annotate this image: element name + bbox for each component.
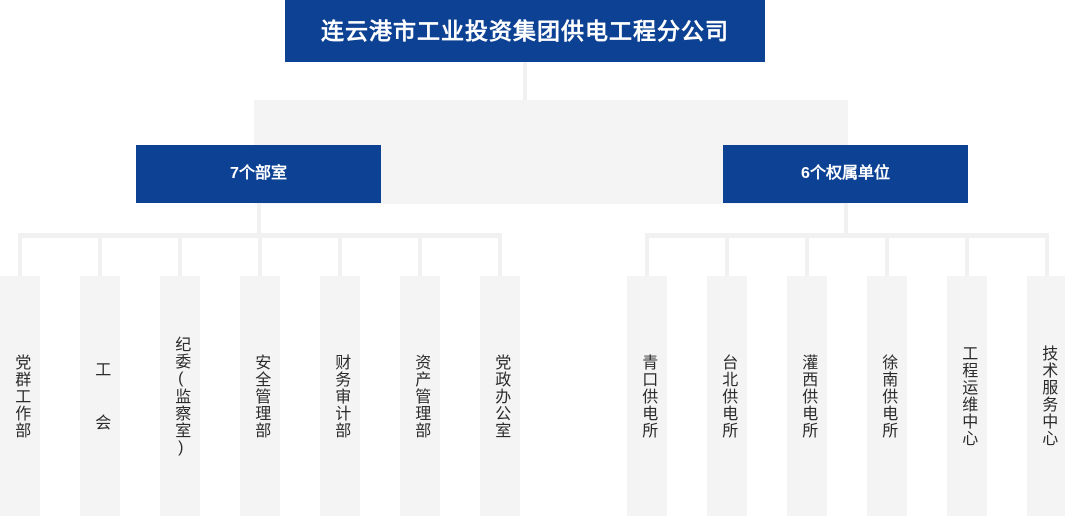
leaf-node-dept-6-label: 资产管理部	[412, 353, 430, 439]
leaf-node-dept-2-label: 工 会	[92, 361, 110, 431]
leaf-node-dept-3-label: 纪委(监察室)	[172, 335, 190, 457]
leaf-node-unit-4[interactable]: 徐南供电所	[867, 276, 907, 516]
connector-drop-dept-2	[98, 233, 102, 276]
connector-drop-unit-6	[1045, 233, 1049, 276]
connector-drop-dept-5	[338, 233, 342, 276]
leaf-node-unit-6[interactable]: 技术服务中心	[1027, 276, 1065, 516]
leaf-node-dept-2[interactable]: 工 会	[80, 276, 120, 516]
leaf-node-unit-4-label: 徐南供电所	[879, 353, 897, 439]
connector-root-stem	[523, 62, 527, 102]
leaf-node-dept-4[interactable]: 安全管理部	[240, 276, 280, 516]
leaf-node-unit-1-label: 青口供电所	[639, 353, 657, 439]
leaf-node-unit-3-label: 灌西供电所	[799, 353, 817, 439]
leaf-node-unit-3[interactable]: 灌西供电所	[787, 276, 827, 516]
group-node-departments[interactable]: 7个部室	[136, 145, 381, 203]
leaf-node-unit-5-label: 工程运维中心	[959, 345, 977, 447]
leaf-node-dept-5-label: 财务审计部	[332, 353, 350, 439]
leaf-node-dept-3[interactable]: 纪委(监察室)	[160, 276, 200, 516]
connector-drop-dept-1	[18, 233, 22, 276]
leaf-node-dept-5[interactable]: 财务审计部	[320, 276, 360, 516]
connector-drop-unit-4	[885, 233, 889, 276]
leaf-node-dept-4-label: 安全管理部	[252, 353, 270, 439]
leaf-node-dept-1[interactable]: 党群工作部	[0, 276, 40, 516]
leaf-node-unit-6-label: 技术服务中心	[1039, 345, 1057, 447]
group-node-departments-label: 7个部室	[230, 165, 287, 182]
connector-units-hbar	[645, 233, 1049, 238]
connector-drop-unit-2	[725, 233, 729, 276]
connector-departments-stem	[257, 203, 261, 236]
connector-drop-unit-1	[645, 233, 649, 276]
connector-drop-dept-7	[498, 233, 502, 276]
leaf-node-dept-7-label: 党政办公室	[492, 353, 510, 439]
leaf-node-dept-1-label: 党群工作部	[12, 353, 30, 439]
leaf-node-unit-2-label: 台北供电所	[719, 353, 737, 439]
connector-drop-unit-3	[805, 233, 809, 276]
leaf-node-dept-6[interactable]: 资产管理部	[400, 276, 440, 516]
leaf-node-unit-2[interactable]: 台北供电所	[707, 276, 747, 516]
connector-drop-dept-4	[258, 233, 262, 276]
leaf-node-unit-5[interactable]: 工程运维中心	[947, 276, 987, 516]
root-node-label: 连云港市工业投资集团供电工程分公司	[321, 17, 729, 44]
connector-drop-dept-3	[178, 233, 182, 276]
connector-drop-unit-5	[965, 233, 969, 276]
group-node-affiliated-units-label: 6个权属单位	[801, 165, 890, 182]
group-node-affiliated-units[interactable]: 6个权属单位	[723, 145, 968, 203]
connector-drop-dept-6	[418, 233, 422, 276]
root-node[interactable]: 连云港市工业投资集团供电工程分公司	[285, 0, 765, 62]
connector-units-stem	[844, 203, 848, 236]
leaf-node-dept-7[interactable]: 党政办公室	[480, 276, 520, 516]
leaf-node-unit-1[interactable]: 青口供电所	[627, 276, 667, 516]
